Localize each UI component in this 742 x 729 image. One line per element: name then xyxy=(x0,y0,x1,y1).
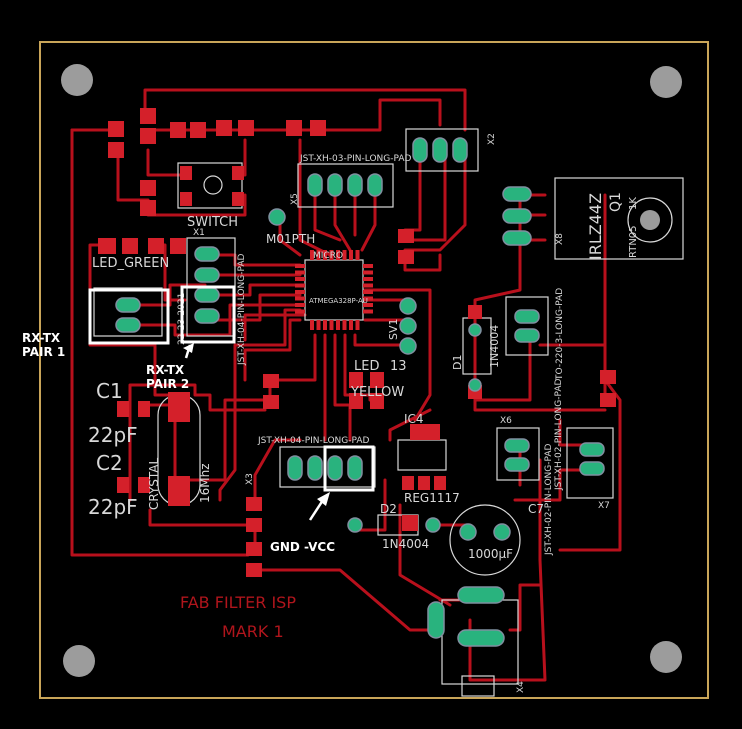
mcu-pin xyxy=(363,290,373,294)
mounting-hole xyxy=(61,64,93,96)
sv1-ref: SV1 xyxy=(387,318,400,340)
x7-package: JST-XH-02-PIN-LONG-PAD xyxy=(544,443,554,556)
q1-ref: Q1 xyxy=(608,192,624,212)
gnd-vcc-label: GND -VCC xyxy=(270,540,335,554)
x3-ref: X3 xyxy=(245,473,255,485)
mounting-hole xyxy=(63,645,95,677)
board-outline xyxy=(39,41,709,699)
x7-ref: X7 xyxy=(598,501,610,511)
x1-ref: X1 xyxy=(193,228,205,238)
r-pot-value: 1K xyxy=(628,197,639,210)
mcu-pin xyxy=(355,320,360,330)
mcu-pin xyxy=(363,277,373,281)
x2-package: JST-XH-03-PIN-LONG-PAD xyxy=(299,154,412,164)
x8-package: TO-220-3-LONG-PAD xyxy=(555,288,565,381)
smd-pads xyxy=(98,108,616,577)
mcu-pin xyxy=(342,320,347,330)
d2-part: 1N4004 xyxy=(382,537,429,551)
crystal-ref: CRYSTAL xyxy=(147,457,161,510)
x4-ref: X4 xyxy=(516,681,526,693)
mcu-pin xyxy=(363,264,373,268)
mcu-pin xyxy=(355,250,360,260)
mcu-pin xyxy=(363,270,373,275)
m01pth-label: M01PTH xyxy=(266,232,315,246)
micro-label: MICRO xyxy=(313,251,343,261)
board-title-line2: MARK 1 xyxy=(222,622,284,641)
x6-ref: X6 xyxy=(500,416,512,426)
mcu-pin xyxy=(349,250,353,260)
rx-tx-pair-2-label-2: PAIR 2 xyxy=(146,377,189,391)
mcu-pin xyxy=(316,250,321,260)
c1-value: 22pF xyxy=(88,423,138,447)
mcu-pin xyxy=(295,303,305,307)
mcu-pin xyxy=(363,309,373,314)
led-green-label: LED_GREEN xyxy=(92,256,169,271)
x3-package: JST-XH-04-PIN-LONG-PAD xyxy=(257,436,370,446)
led13-label: LED xyxy=(354,359,379,374)
led-yellow-label: YELLOW xyxy=(350,385,404,400)
silkscreen-layer xyxy=(93,128,684,697)
mcu-pin xyxy=(329,320,334,330)
x5-ref: X5 xyxy=(290,193,300,205)
mcu-pin xyxy=(316,320,321,330)
d1-ref: D1 xyxy=(451,355,464,370)
c7-ref: C7 xyxy=(528,502,544,516)
mcu-pin xyxy=(295,264,305,268)
mcu-pin xyxy=(329,250,334,260)
x2-ref: X2 xyxy=(487,133,497,145)
led13-num: 13 xyxy=(390,359,407,374)
mcu-pin xyxy=(363,283,373,288)
d1-part: 1N4004 xyxy=(488,325,501,368)
mcu-pin xyxy=(310,320,314,330)
c2-value: 22pF xyxy=(88,495,138,519)
mcu-pin xyxy=(363,296,373,301)
mcu-pin xyxy=(295,283,305,288)
mcu-pin xyxy=(295,290,305,294)
mcu-pin xyxy=(295,309,305,314)
d2-ref: D2 xyxy=(380,502,397,516)
switch-label: SWITCH xyxy=(187,215,238,230)
rx-tx-pair-2-label-1: RX-TX xyxy=(146,363,185,377)
x6-package: JST-XH-02-PIN-LONG-PAD xyxy=(554,378,564,491)
mcu-pin xyxy=(295,270,305,275)
q1-part: IRLZ44Z xyxy=(586,193,605,260)
c1-ref: C1 xyxy=(96,379,123,403)
rx-tx-pair-1-label-1: RX-TX xyxy=(22,331,61,345)
mcu-pin xyxy=(310,250,314,260)
gnd-vcc-box xyxy=(323,445,375,492)
mcu-pin xyxy=(342,250,347,260)
mcu-pin xyxy=(336,250,340,260)
rx-tx-pair-2-box xyxy=(180,285,236,344)
rx-tx-pair-1-box xyxy=(88,288,170,345)
c7-value: 1000µF xyxy=(468,547,513,561)
mcu-pin xyxy=(363,303,373,307)
r-pot-ref: RTN05 xyxy=(628,225,639,258)
through-hole-pads xyxy=(115,137,660,647)
annotation-layer: RX-TX PAIR 1 RX-TX PAIR 2 GND -VCC xyxy=(22,285,375,554)
ic4-label: IC4 xyxy=(404,412,424,426)
reg-label: REG1117 xyxy=(404,491,460,505)
crystal-value: 16Mhz xyxy=(198,463,212,503)
mcu-footprint xyxy=(295,250,373,330)
rx-tx-pair-1-label-2: PAIR 1 xyxy=(22,345,65,359)
mcu-pin xyxy=(349,320,353,330)
c2-ref: C2 xyxy=(96,451,123,475)
mounting-hole xyxy=(650,641,682,673)
mcu-pin xyxy=(295,277,305,281)
mcu-pin xyxy=(323,250,327,260)
x1-package: JST-XH-04-PIN-LONG-PAD xyxy=(237,253,247,366)
x8-ref: X8 xyxy=(555,233,565,245)
mounting-hole xyxy=(650,66,682,98)
board-title-line1: FAB FILTER ISP xyxy=(180,593,296,612)
mcu-pin xyxy=(323,320,327,330)
mcu-pin xyxy=(295,296,305,301)
mcu-pin xyxy=(336,320,340,330)
mcu-label: ATMEGA328P-AU xyxy=(309,297,368,305)
